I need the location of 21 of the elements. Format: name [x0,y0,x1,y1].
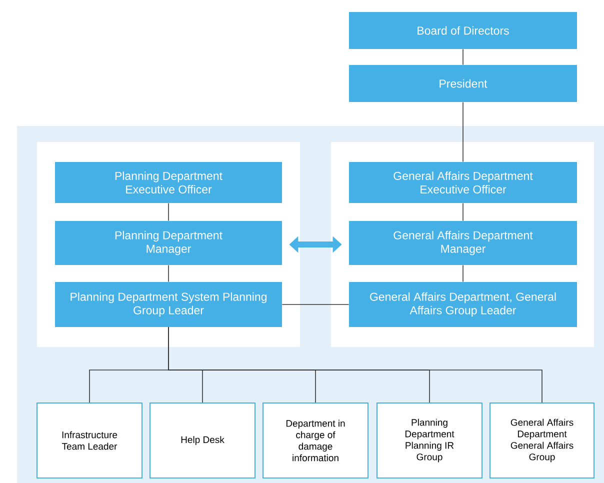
connector-line [282,304,350,305]
position-box: Planning Department Executive Officer [55,162,282,203]
connector-line [168,202,169,222]
connector-line [462,102,464,162]
position-box: President [349,65,577,102]
position-box: General Affairs Department Executive Officer [349,162,577,203]
position-box: Planning Department Manager [55,221,282,265]
group-box: Help Desk [150,402,256,478]
position-box: Board of Directors [349,12,577,49]
connector-line [168,326,542,403]
connector-line [462,202,464,222]
connector-line [462,48,464,66]
group-box: Planning Department Planning IR Group [376,402,482,478]
connector-line [168,264,169,282]
group-box: General Affairs Department General Affairs Group [490,402,594,478]
position-box: Planning Department System Planning Group Leader [55,282,282,327]
group-box: Department in charge of damage information [262,402,368,478]
group-box: Infrastructure Team Leader [36,402,142,478]
position-box: General Affairs Department Manager [349,221,577,265]
position-box: General Affairs Department, General Affairs Group Leader [349,282,577,327]
connector-line [462,264,464,282]
